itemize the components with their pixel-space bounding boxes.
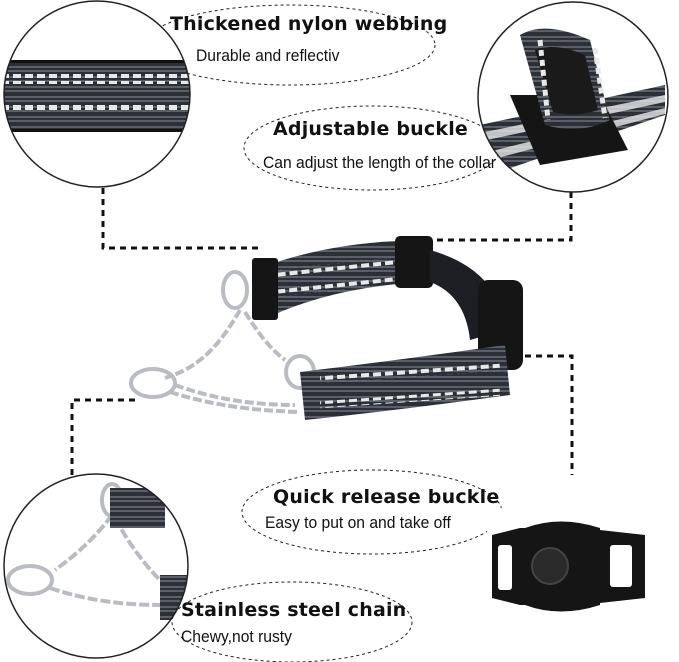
adjustable-buckle-circle bbox=[477, 1, 669, 193]
label-ellipses bbox=[144, 4, 503, 662]
adjustable-desc: Can adjust the length of the collar bbox=[263, 153, 497, 172]
release-buckle-circle bbox=[480, 475, 664, 659]
release-title: Quick release buckle bbox=[273, 486, 500, 508]
connector-webbing bbox=[101, 188, 262, 250]
webbing-closeup-circle bbox=[3, 0, 191, 188]
connector-release bbox=[525, 354, 574, 475]
collar-main-image bbox=[129, 236, 523, 420]
connector-lines bbox=[70, 188, 574, 478]
release-ellipse bbox=[241, 469, 503, 555]
connector-adjustable bbox=[430, 192, 573, 242]
chain-desc: Chewy,not rusty bbox=[181, 627, 292, 646]
chain-title: Stainless steel chain bbox=[181, 599, 407, 621]
chain-closeup-circle bbox=[3, 473, 189, 659]
adjustable-title: Adjustable buckle bbox=[273, 118, 468, 140]
webbing-title: Thickened nylon webbing bbox=[170, 13, 448, 35]
chain-ellipse bbox=[171, 581, 413, 662]
webbing-desc: Durable and reflectiv bbox=[196, 46, 340, 65]
connector-chain bbox=[70, 398, 135, 478]
release-desc: Easy to put on and take off bbox=[265, 513, 451, 532]
